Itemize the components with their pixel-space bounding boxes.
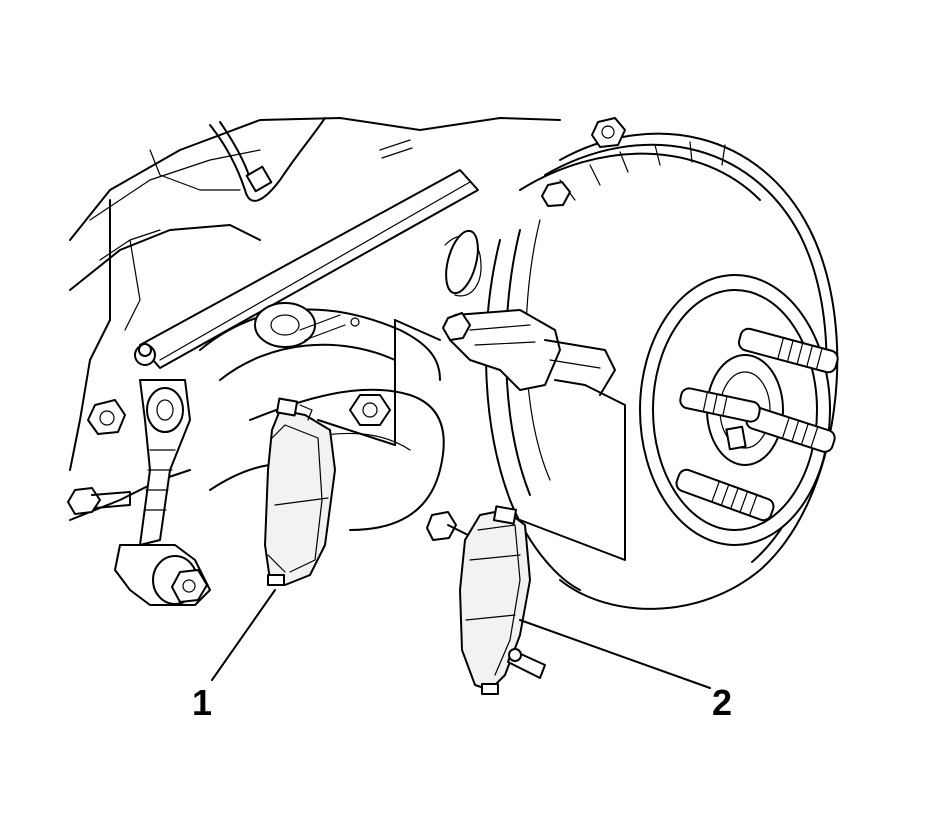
callout-leader-1 <box>211 589 276 681</box>
suspension-assembly <box>67 117 561 606</box>
outer-brake-pad <box>426 505 546 695</box>
wheel-studs <box>675 327 839 522</box>
caliper-bracket <box>317 309 626 561</box>
callout-label-1: 1 <box>192 682 212 723</box>
inner-brake-pad <box>264 397 336 586</box>
callout-leader-2 <box>519 619 711 689</box>
callout-label-2: 2 <box>712 682 732 723</box>
